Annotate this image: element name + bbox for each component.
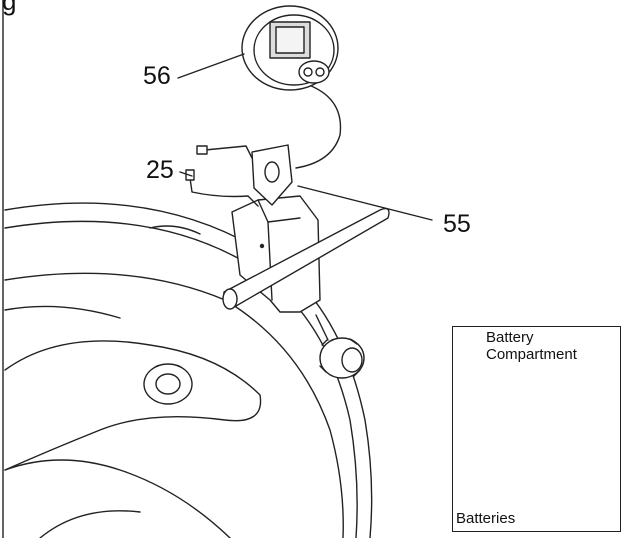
callout-56: 56	[143, 62, 171, 90]
leader-line-25	[179, 171, 193, 177]
housing-lower-curve	[4, 459, 231, 538]
panel-oval-outer	[143, 363, 193, 405]
battery-inset	[452, 326, 621, 532]
callout-55: 55	[443, 210, 471, 238]
housing-edge	[4, 305, 121, 319]
housing-slot	[149, 225, 201, 235]
panel-oval-inner	[155, 373, 181, 395]
housing-bottom-curve	[39, 510, 141, 538]
console-display-glass	[275, 26, 305, 54]
console-mount-plate	[251, 144, 293, 206]
console-cable	[295, 81, 342, 169]
sensor-wire-upper	[204, 145, 253, 159]
wire-connector-upper	[196, 145, 208, 155]
tension-knob-face	[341, 347, 363, 373]
leader-line-55	[297, 185, 433, 221]
inset-label-batteries: Batteries	[456, 510, 516, 527]
handlebar-end	[222, 288, 238, 310]
callout-25: 25	[146, 156, 174, 184]
figure-letter: g	[2, 0, 17, 16]
inset-label-battery: Battery	[486, 329, 534, 346]
inset-label-compartment: Compartment	[486, 346, 577, 363]
housing-rim-arc	[4, 272, 344, 538]
side-panel	[4, 340, 262, 471]
mount-plate-hole	[264, 161, 280, 183]
tension-knob-ridges	[319, 338, 361, 377]
sensor-wire-lower	[189, 177, 259, 207]
mast-front-edge	[267, 221, 273, 301]
console-button-right	[315, 67, 325, 77]
console-button-left	[303, 67, 313, 77]
knob-stem	[315, 314, 329, 341]
console-face	[253, 14, 335, 86]
console-buttons	[298, 60, 330, 84]
mast-screw	[259, 243, 265, 249]
leader-line-56	[177, 53, 245, 79]
